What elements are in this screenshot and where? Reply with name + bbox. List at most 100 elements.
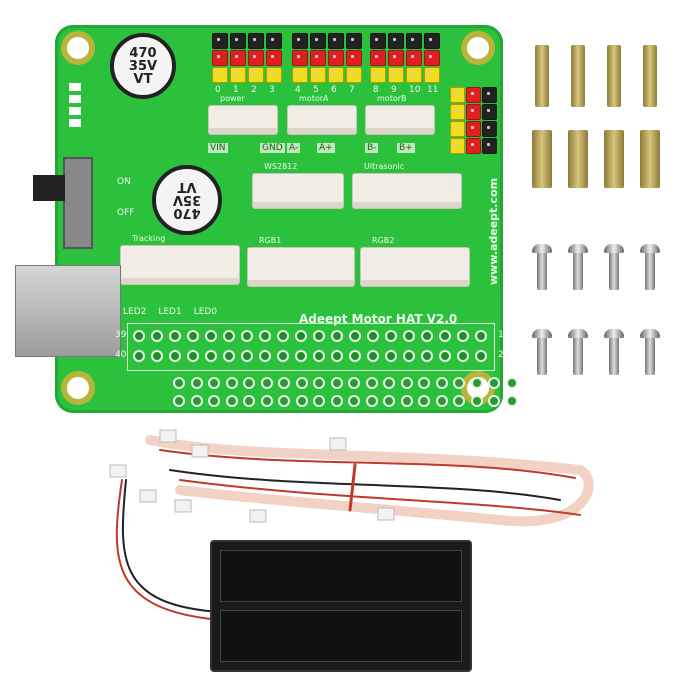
jst-connector[interactable]: [287, 105, 357, 135]
gpio-hole: [173, 377, 185, 389]
gpio-hole: [457, 350, 469, 362]
brass-standoff: [643, 45, 657, 107]
led-label: LED2: [123, 307, 147, 317]
gpio-hole: [295, 377, 308, 389]
gpio-hole: [475, 330, 487, 342]
capacitor-text: 470: [129, 45, 157, 61]
jst-connector[interactable]: [365, 105, 435, 135]
header-pin: [266, 67, 282, 83]
gpio-hole: [225, 377, 238, 389]
connector-label: Tracking: [132, 234, 166, 243]
gpio-hole: [367, 330, 379, 342]
jst-connector[interactable]: [247, 247, 355, 287]
pin-number: 11: [427, 85, 439, 95]
cable-plug: [377, 507, 395, 521]
header-pin: [328, 67, 344, 83]
pin-number: 3: [269, 85, 275, 95]
gpio-hole: [173, 395, 185, 407]
gpio-hole: [505, 377, 518, 389]
battery-wire: [121, 479, 221, 613]
screw: [640, 244, 660, 290]
connector-label: motorB: [377, 94, 407, 103]
header-pin: [248, 33, 264, 49]
pin-number: 4: [295, 85, 301, 95]
terminal-label: GND: [260, 143, 285, 153]
mount-hole: [61, 31, 95, 65]
gpio-hole: [187, 350, 199, 362]
gpio-hole: [488, 377, 500, 389]
gpio-hole: [418, 395, 430, 407]
header-pin: [370, 50, 386, 66]
connector-label: Ultrasonic: [364, 162, 405, 171]
header-pin: [482, 104, 497, 120]
gpio-hole: [348, 377, 360, 389]
gpio-hole: [505, 395, 518, 407]
gpio-hole: [190, 395, 203, 407]
brass-standoff: [604, 130, 624, 188]
gpio-hole: [313, 395, 325, 407]
brass-standoff: [568, 130, 588, 188]
gpio-hole: [453, 377, 465, 389]
pin-number: 6: [331, 85, 337, 95]
brass-standoff: [571, 45, 585, 107]
jst-connector[interactable]: [360, 247, 470, 287]
header-pin: [466, 87, 481, 103]
gpio-hole: [475, 350, 487, 362]
jst-connector[interactable]: [252, 173, 344, 209]
header-pin: [406, 33, 422, 49]
gpio-hole: [470, 377, 483, 389]
gpio-hole: [349, 330, 361, 342]
header-pin: [370, 33, 386, 49]
battery-wire: [115, 479, 221, 621]
header-pin: [406, 50, 422, 66]
gpio-hole: [278, 395, 290, 407]
screw: [604, 329, 624, 375]
header-pin: [346, 50, 362, 66]
terminal-label: VIN: [208, 143, 228, 153]
screw: [568, 244, 588, 290]
header-pin: [482, 121, 497, 137]
gpio-hole: [313, 330, 325, 342]
gpio-hole: [385, 350, 397, 362]
header-pin: [466, 104, 481, 120]
battery-slot: [220, 610, 462, 662]
gpio-hole: [278, 377, 290, 389]
header-pin: [346, 67, 362, 83]
cable-plug: [159, 429, 177, 443]
power-switch[interactable]: [63, 157, 93, 249]
header-pin: [450, 138, 465, 154]
header-label: 1: [498, 330, 504, 340]
jst-connector[interactable]: [208, 105, 278, 135]
pin-number: 10: [409, 85, 421, 95]
switch-lever[interactable]: [33, 175, 65, 201]
screw: [604, 244, 624, 290]
mount-hole: [61, 371, 95, 405]
gpio-hole: [348, 395, 360, 407]
cable-plug: [329, 437, 347, 451]
gpio-hole: [331, 330, 343, 342]
connector-label: power: [220, 94, 245, 103]
gpio-hole: [225, 395, 238, 407]
gpio-hole: [223, 350, 235, 362]
header-pin: [388, 33, 404, 49]
connector-label: RGB1: [259, 236, 282, 245]
cable-tie: [348, 463, 357, 512]
jst-connector[interactable]: [352, 173, 462, 209]
cable-plug: [191, 444, 209, 458]
cable-wire: [159, 449, 576, 479]
brass-standoff: [607, 45, 621, 107]
gpio-hole: [421, 350, 433, 362]
cable-plug: [174, 499, 192, 513]
terminal-label: A-: [287, 143, 301, 153]
gpio-hole: [470, 395, 483, 407]
gpio-hole: [243, 377, 255, 389]
battery-holder: [210, 540, 472, 672]
header-pin: [212, 50, 228, 66]
brass-standoff: [532, 130, 552, 188]
cable-wire: [145, 435, 594, 527]
gpio-hole: [187, 330, 199, 342]
terminal-label: A+: [317, 143, 335, 153]
jst-connector[interactable]: [120, 245, 240, 285]
